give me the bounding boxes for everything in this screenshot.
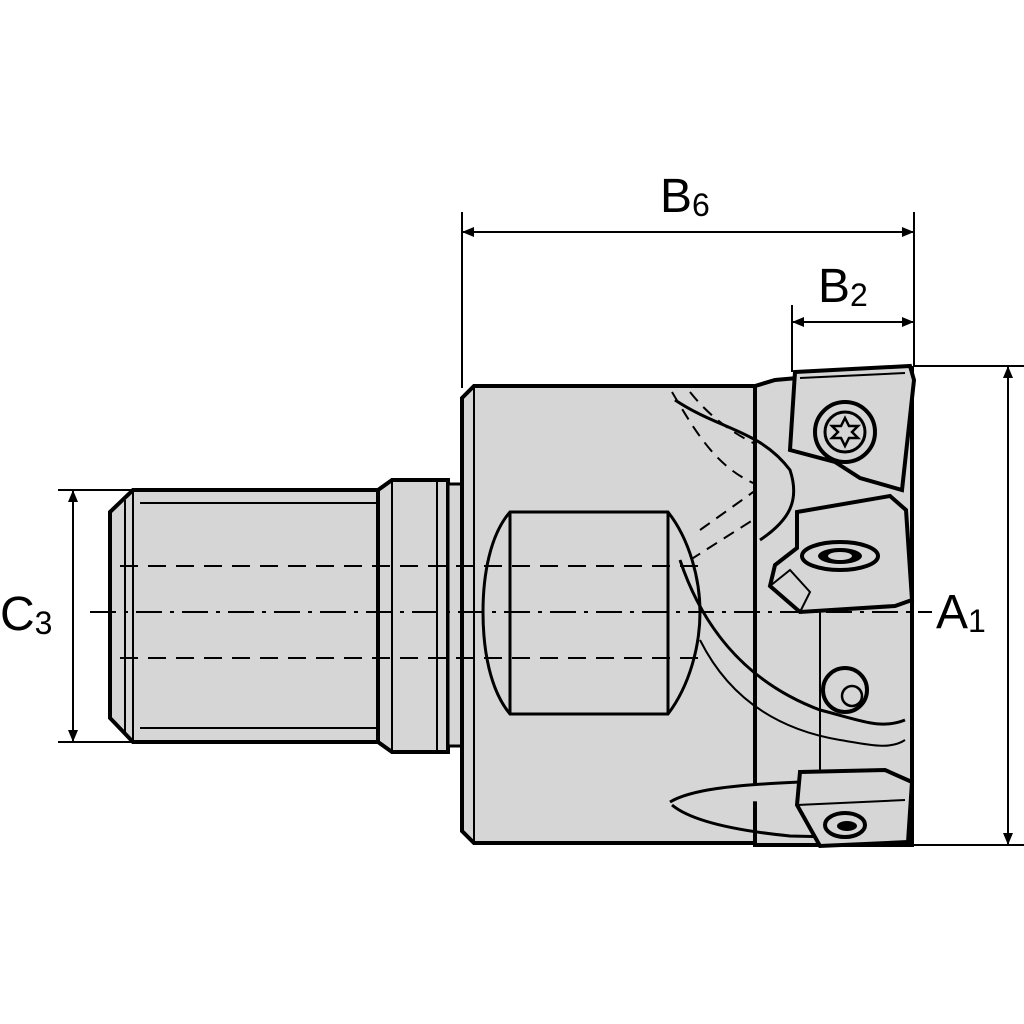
svg-text:B2: B2 — [818, 260, 868, 313]
dimension-c3: C3 — [0, 489, 133, 743]
shank — [108, 488, 380, 744]
insert-screw-icon — [823, 811, 867, 839]
insert-screw-icon — [813, 400, 877, 464]
insert-screw-icon — [821, 666, 869, 714]
neck-collar — [376, 478, 464, 754]
label-b2-main: B — [818, 260, 850, 313]
label-a1-sub: 1 — [968, 603, 986, 639]
label-b6-sub: 6 — [692, 187, 710, 223]
insert-screw-icon — [800, 540, 880, 572]
dimension-b6: B6 — [461, 170, 915, 388]
clamp-block — [481, 510, 702, 716]
hidden-bore-lines — [120, 565, 700, 659]
label-b2-sub: 2 — [850, 277, 868, 313]
label-a1-main: A — [936, 586, 968, 639]
dimension-a1: A1 — [905, 365, 1024, 846]
label-b6-main: B — [660, 170, 692, 223]
label-c3-main: C — [0, 588, 35, 641]
svg-text:A1: A1 — [936, 586, 986, 639]
svg-text:B6: B6 — [660, 170, 710, 223]
dimension-b2: B2 — [791, 260, 914, 372]
label-c3-sub: 3 — [35, 605, 53, 641]
svg-text:C3: C3 — [0, 588, 52, 641]
